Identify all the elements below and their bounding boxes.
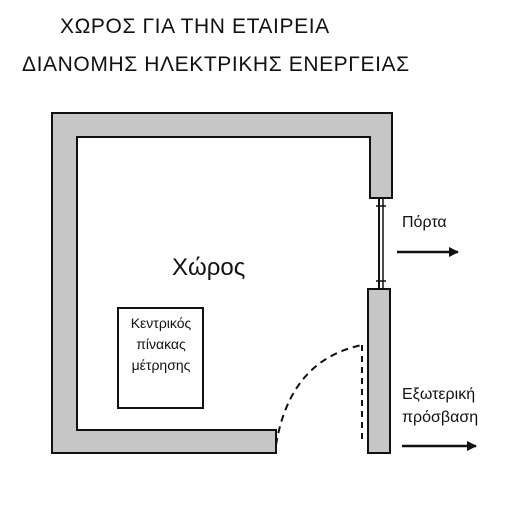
meter-panel-label: Κεντρικός πίνακας μέτρησης	[120, 313, 202, 376]
room-wall-right-lower	[367, 288, 391, 454]
meter-panel-label-line-2: πίνακας	[136, 336, 186, 352]
room-wall-main	[51, 112, 393, 454]
external-access-label-line-1: Εξωτερική	[402, 386, 476, 403]
room-label: Χώρος	[172, 254, 246, 281]
door-swing-arc	[275, 344, 363, 446]
door-label: Πόρτα	[402, 214, 447, 231]
diagram-title-line-2: ΔΙΑΝΟΜΗΣ ΗΛΕΚΤΡΙΚΗΣ ΕΝΕΡΓΕΙΑΣ	[22, 53, 410, 76]
meter-panel-label-line-1: Κεντρικός	[130, 315, 192, 331]
meter-panel-label-line-3: μέτρησης	[131, 357, 191, 373]
diagram-title-line-1: ΧΩΡΟΣ ΓΙΑ ΤΗΝ ΕΤΑΙΡΕΙΑ	[60, 15, 330, 38]
meter-panel-box	[117, 307, 204, 409]
external-access-label: Εξωτερική πρόσβαση	[402, 383, 478, 429]
door-frame	[376, 198, 386, 289]
external-access-label-line-2: πρόσβαση	[402, 409, 479, 426]
